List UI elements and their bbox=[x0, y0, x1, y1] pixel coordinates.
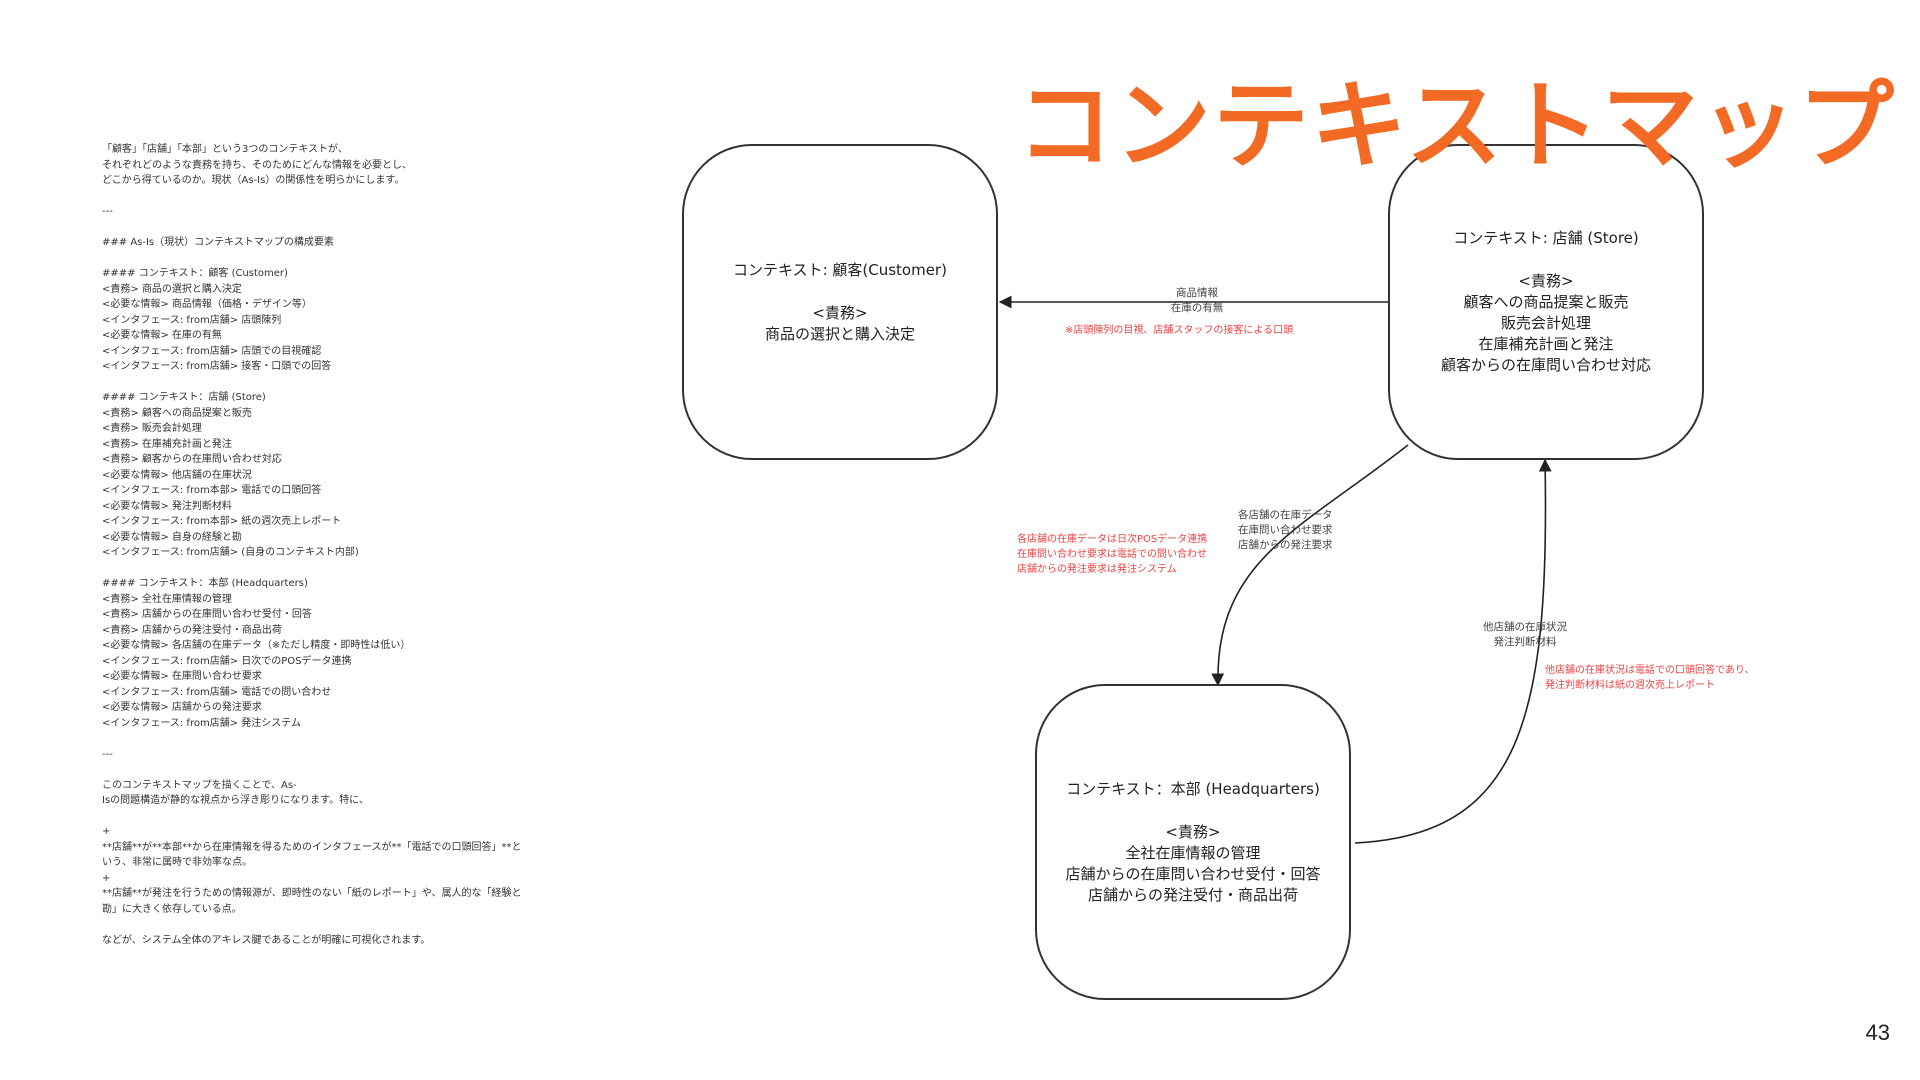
context-store-responsibility: 顧客への商品提案と販売 bbox=[1463, 293, 1629, 311]
notes-line: #### コンテキスト：顧客 (Customer) bbox=[102, 268, 288, 279]
notes-line: <責務> 商品の選択と購入決定 bbox=[102, 283, 242, 295]
notes-line: --- bbox=[102, 206, 113, 217]
notes-line: **店舗**が発注を行うための情報源が、即時性のない「紙のレポート」や、属人的な… bbox=[102, 888, 522, 899]
edge-note-hq-to-store: 他店舗の在庫状況は電話での口頭回答であり、 発注判断材料は紙の週次売上レポート bbox=[1545, 665, 1755, 691]
notes-line: <必要な情報> 在庫問い合わせ要求 bbox=[102, 671, 262, 682]
context-store: コンテキスト: 店舗 (Store) <責務> 顧客への商品提案と販売 販売会計… bbox=[1388, 144, 1704, 460]
context-customer: コンテキスト: 顧客(Customer) <責務> 商品の選択と購入決定 bbox=[682, 144, 998, 460]
notes-line: #### コンテキスト：店舗 (Store) bbox=[102, 392, 266, 403]
notes-line: このコンテキストマップを描くことで、As- bbox=[102, 779, 297, 791]
notes-line bbox=[102, 762, 622, 778]
notes-line: それぞれどのような責務を持ち、そのためにどんな情報を必要とし、 bbox=[102, 159, 412, 171]
notes-line: などが、システム全体のアキレス腱であることが明確に可視化されます。 bbox=[102, 934, 431, 946]
context-store-responsibility: 販売会計処理 bbox=[1500, 314, 1591, 332]
notes-line: --- bbox=[102, 748, 113, 760]
notes-line: + bbox=[102, 826, 111, 837]
notes-line: <必要な情報> 他店舗の在庫状況 bbox=[102, 469, 252, 481]
page-number: 43 bbox=[1865, 1020, 1890, 1045]
notes-line: <責務> 店舗からの在庫問い合わせ受付・回答 bbox=[102, 609, 312, 620]
notes-line: <必要な情報> 発注判断材料 bbox=[102, 500, 232, 512]
notes-line: #### コンテキスト：本部 (Headquarters) bbox=[102, 578, 308, 589]
notes-line: <責務> 全社在庫情報の管理 bbox=[102, 593, 232, 605]
notes-line: **店舗**が**本部**から在庫情報を得るためのインタフェースが**「電話での… bbox=[102, 841, 522, 853]
context-customer-responsibility: 商品の選択と購入決定 bbox=[764, 324, 915, 343]
notes-line: <インタフェース: from本部> 電話での口頭回答 bbox=[102, 485, 322, 496]
notes-line: <必要な情報> 自身の経験と勘 bbox=[102, 531, 242, 543]
notes-line: <責務> 販売会計処理 bbox=[102, 423, 202, 434]
edge-label-store-to-hq: 各店舗の在庫データ 在庫問い合わせ要求 店舗からの発注要求 bbox=[1238, 509, 1333, 551]
notes-line: <必要な情報> 各店舗の在庫データ（※ただし精度・即時性は低い） bbox=[102, 640, 411, 651]
notes-line bbox=[102, 809, 622, 825]
notes-line: <インタフェース: from本部> 紙の週次売上レポート bbox=[102, 516, 342, 527]
edge-note-store-to-customer: ※店頭陳列の目視、店舗スタッフの接客による口頭 bbox=[1065, 325, 1294, 336]
context-hq-responsibility: 店舗からの在庫問い合わせ受付・回答 bbox=[1065, 864, 1321, 883]
notes-line bbox=[102, 251, 622, 267]
context-customer-responsibility-label: <責務> bbox=[812, 303, 868, 322]
notes-line: <インタフェース: from店舗> 電話での問い合わせ bbox=[102, 686, 332, 698]
context-hq-responsibility: 店舗からの発注受付・商品出荷 bbox=[1087, 885, 1298, 904]
notes-line: <責務> 顧客への商品提案と販売 bbox=[102, 407, 252, 419]
notes-line bbox=[102, 917, 622, 933]
notes-line bbox=[102, 375, 622, 391]
notes-line: いう、非常に属時で非効率な点。 bbox=[102, 857, 252, 868]
context-headquarters: コンテキスト：本部 (Headquarters) <責務> 全社在庫情報の管理 … bbox=[1035, 684, 1351, 1000]
context-store-responsibility: 在庫補充計画と発注 bbox=[1478, 335, 1614, 353]
notes-line: <責務> 顧客からの在庫問い合わせ対応 bbox=[102, 454, 282, 465]
context-hq-responsibility-label: <責務> bbox=[1165, 822, 1221, 841]
notes-line bbox=[102, 189, 622, 205]
notes-line: <インタフェース: from店舗> 店頭での目視確認 bbox=[102, 345, 322, 357]
notes-line: + bbox=[102, 872, 111, 884]
context-hq-name: コンテキスト：本部 (Headquarters) bbox=[1066, 779, 1320, 798]
notes-line: <必要な情報> 商品情報（価格・デザイン等） bbox=[102, 299, 312, 310]
edge-label-hq-to-store: 他店舗の在庫状況 発注判断材料 bbox=[1483, 621, 1567, 648]
context-store-responsibility: 顧客からの在庫問い合わせ対応 bbox=[1440, 356, 1651, 374]
notes-line: 勘」に大きく依存している点。 bbox=[102, 903, 242, 915]
edge-store-to-hq bbox=[1211, 444, 1409, 687]
edge-note-store-to-hq: 各店舗の在庫データは日次POSデータ連携 在庫問い合わせ要求は電話での問い合わせ… bbox=[1017, 534, 1208, 575]
edge-label-store-to-customer: 商品情報 在庫の有無 bbox=[1170, 287, 1224, 314]
notes-line: <インタフェース: from店舗> 店頭陳列 bbox=[102, 314, 282, 326]
notes-line: <インタフェース: from店舗> (自身のコンテキスト内部) bbox=[102, 547, 359, 558]
notes-line: <インタフェース: from店舗> 日次でのPOSデータ連携 bbox=[102, 655, 352, 667]
notes-line: <必要な情報> 店舗からの発注要求 bbox=[102, 702, 262, 713]
context-store-name: コンテキスト: 店舗 (Store) bbox=[1453, 229, 1639, 247]
slide-title: コンテキストマップ bbox=[1016, 70, 1896, 182]
notes-line: <インタフェース: from店舗> 接客・口頭での回答 bbox=[102, 361, 332, 372]
notes-line: 「顧客」「店舗」「本部」という3つのコンテキストが、 bbox=[102, 144, 348, 155]
context-store-responsibility-label: <責務> bbox=[1518, 272, 1574, 290]
edge-hq-to-store bbox=[1354, 458, 1552, 844]
context-customer-name: コンテキスト: 顧客(Customer) bbox=[733, 260, 947, 279]
notes-line: どこから得ているのか。現状（As-Is）の関係性を明らかにします。 bbox=[102, 175, 405, 186]
notes-line: <責務> 店舗からの発注受付・商品出荷 bbox=[102, 624, 282, 636]
notes-line: <必要な情報> 在庫の有無 bbox=[102, 330, 222, 341]
notes-line bbox=[102, 561, 622, 577]
notes-line: <インタフェース: from店舗> 発注システム bbox=[102, 717, 301, 729]
notes-line: Isの問題構造が静的な視点から浮き彫りになります。特に、 bbox=[102, 795, 369, 806]
notes-line: ### As-Is（現状）コンテキストマップの構成要素 bbox=[102, 237, 334, 248]
notes-line bbox=[102, 731, 622, 747]
context-hq-responsibility: 全社在庫情報の管理 bbox=[1125, 843, 1261, 862]
notes-line: <責務> 在庫補充計画と発注 bbox=[102, 438, 232, 450]
notes-text: 「顧客」「店舗」「本部」という3つのコンテキストが、それぞれどのような責務を持ち… bbox=[102, 142, 622, 948]
notes-line bbox=[102, 220, 622, 236]
